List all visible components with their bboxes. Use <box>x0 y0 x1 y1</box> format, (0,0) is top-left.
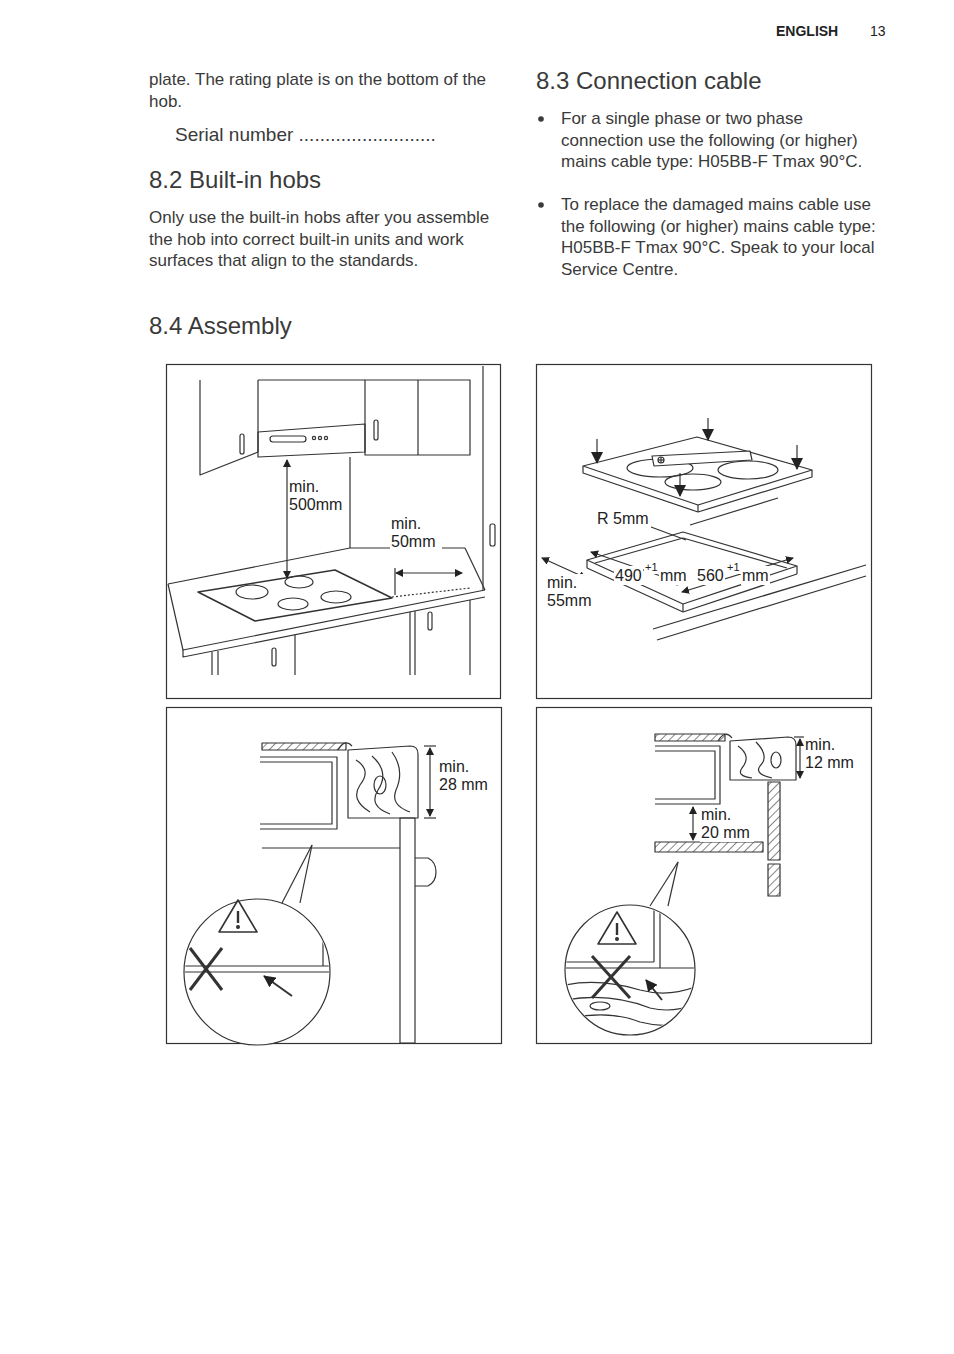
dimension: min. 28 mm <box>438 758 492 794</box>
dimension: min. 20 mm <box>700 806 754 842</box>
dimension: 560 <box>696 566 725 585</box>
tolerance: +1 <box>726 561 741 574</box>
dimension-unit: mm <box>659 566 688 585</box>
bullet-text: For a single phase or two phase connecti… <box>561 108 883 173</box>
section-heading: 8.4 Assembly <box>149 311 292 340</box>
bullet <box>538 116 544 122</box>
bullet <box>538 202 544 208</box>
dimension: R 5mm <box>596 509 650 528</box>
tolerance: +1 <box>644 561 659 574</box>
dimension: min. 500mm <box>288 478 348 514</box>
dimension: min. 12 mm <box>804 736 858 772</box>
bullet-text: To replace the damaged mains cable use t… <box>561 194 883 280</box>
serial-number-field: Serial number .......................... <box>175 123 436 146</box>
section-heading: 8.3 Connection cable <box>536 66 762 95</box>
body-text: plate. The rating plate is on the bottom… <box>149 69 494 112</box>
section-heading: 8.2 Built-in hobs <box>149 165 321 194</box>
dimension: min. 55mm <box>546 574 598 610</box>
page-number: 13 <box>870 23 886 40</box>
body-text: Only use the built-in hobs after you ass… <box>149 207 494 272</box>
dimension: 490 <box>614 566 643 585</box>
page-header: ENGLISH <box>776 23 838 40</box>
dimension-unit: mm <box>741 566 770 585</box>
dimension: min. 50mm <box>390 515 442 551</box>
